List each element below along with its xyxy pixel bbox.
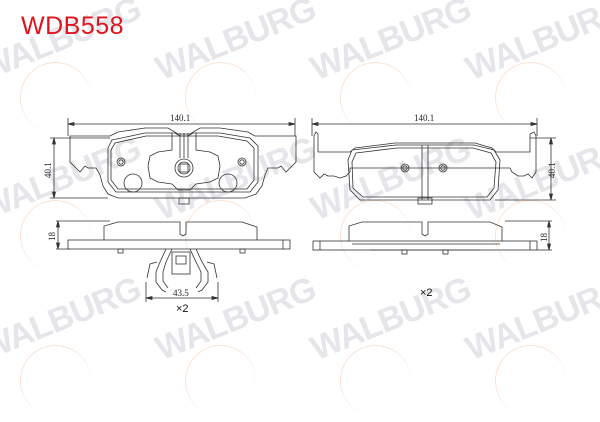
left-thickness-dim: 18 (47, 232, 57, 242)
right-thickness-dim: 18 (539, 233, 549, 243)
left-height-dim: 40.1 (43, 162, 53, 178)
left-pad-side-view: 18 (47, 220, 291, 254)
right-pad-front-view: 140.1 40.1 (311, 113, 557, 205)
right-pad-quantity: ×2 (420, 287, 433, 299)
left-pad-front-view: 140.1 40.1 (43, 113, 297, 205)
part-number-title: WDB558 (21, 12, 125, 40)
left-width-dim: 140.1 (170, 113, 190, 123)
clip-width-dim: 43.5 (173, 288, 189, 298)
clip-quantity: ×2 (176, 303, 189, 315)
right-pad-side-view: 18 (312, 220, 552, 255)
right-width-dim: 140.1 (414, 113, 434, 123)
retaining-clip: 43.5 (145, 248, 219, 302)
right-height-dim: 40.1 (547, 162, 557, 178)
